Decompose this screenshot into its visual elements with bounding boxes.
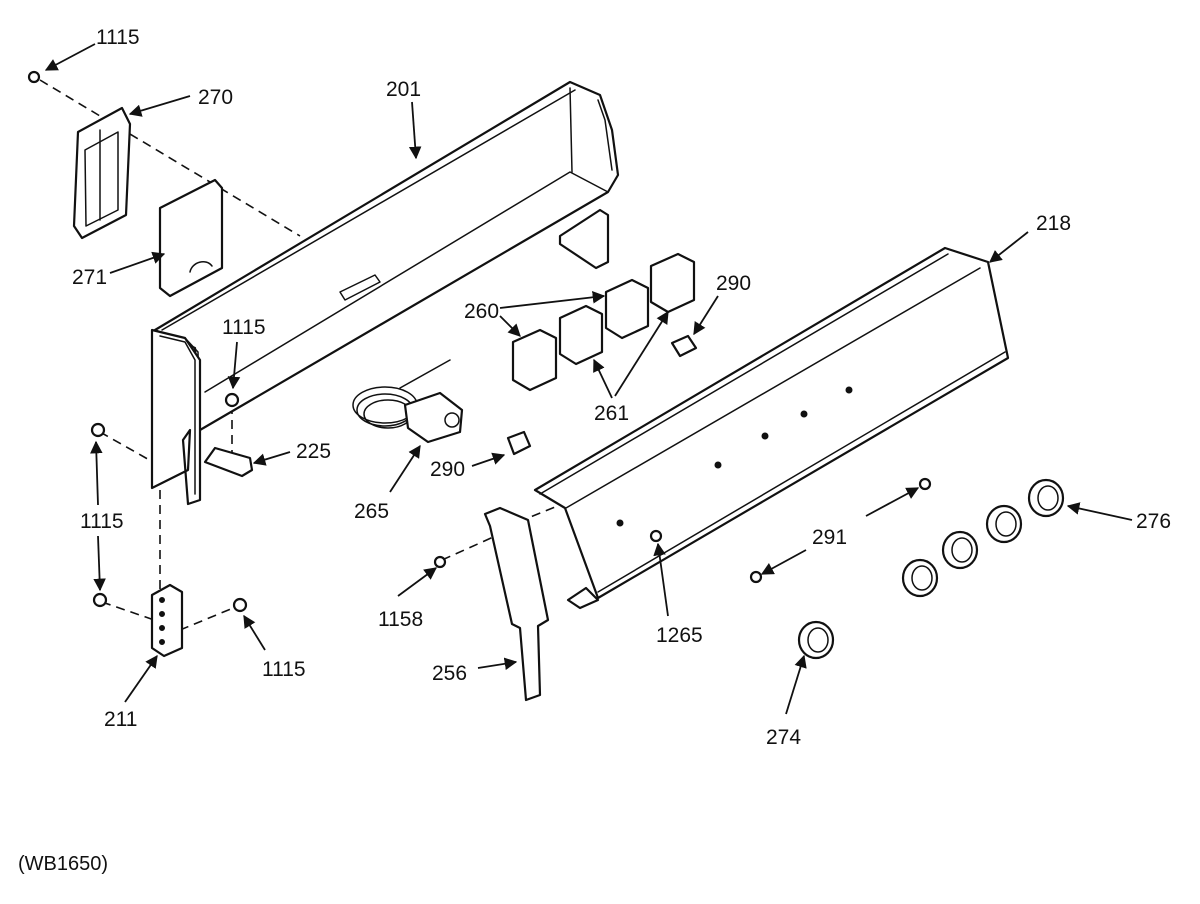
- label-211: 211: [104, 708, 137, 731]
- bracket-271: [158, 178, 224, 298]
- label-260: 260: [464, 300, 499, 323]
- label-1265: 1265: [656, 624, 703, 647]
- label-290-right: 290: [716, 272, 751, 295]
- label-270: 270: [198, 86, 233, 109]
- label-261: 261: [594, 402, 629, 425]
- label-1115-bracket: 1115: [222, 316, 266, 339]
- trim-256: [483, 506, 550, 702]
- label-271: 271: [72, 266, 107, 289]
- switch-290-center: [506, 430, 532, 456]
- bracket-211: [150, 583, 184, 658]
- switches-260-261: [511, 252, 696, 392]
- control-panel-218: [533, 246, 1010, 610]
- knobs-274-276: [797, 478, 1065, 660]
- diagram-code: (WB1650): [18, 853, 108, 875]
- label-1115-top-left: 1115: [96, 26, 140, 49]
- screws-1115: [27, 70, 248, 613]
- leader-arrows: [44, 43, 1133, 715]
- bracket-270: [72, 106, 132, 240]
- clip-225: [203, 446, 254, 478]
- label-1158: 1158: [378, 608, 423, 631]
- screws-misc: [433, 477, 932, 584]
- label-256: 256: [432, 662, 467, 685]
- label-1115-bottom: 1115: [262, 658, 306, 681]
- label-274: 274: [766, 726, 801, 749]
- label-201: 201: [386, 78, 421, 101]
- label-218: 218: [1036, 212, 1071, 235]
- label-290-center: 290: [430, 458, 465, 481]
- part-labels: 1115 270 201 271 1115 225 1115 1115 211 …: [72, 26, 1171, 749]
- thermostat-265: [352, 359, 464, 444]
- label-225: 225: [296, 440, 331, 463]
- label-276: 276: [1136, 510, 1171, 533]
- label-265: 265: [354, 500, 389, 523]
- label-1115-left: 1115: [80, 510, 124, 533]
- backguard-201: [150, 80, 620, 506]
- label-291: 291: [812, 526, 847, 549]
- switch-290-right: [670, 334, 698, 358]
